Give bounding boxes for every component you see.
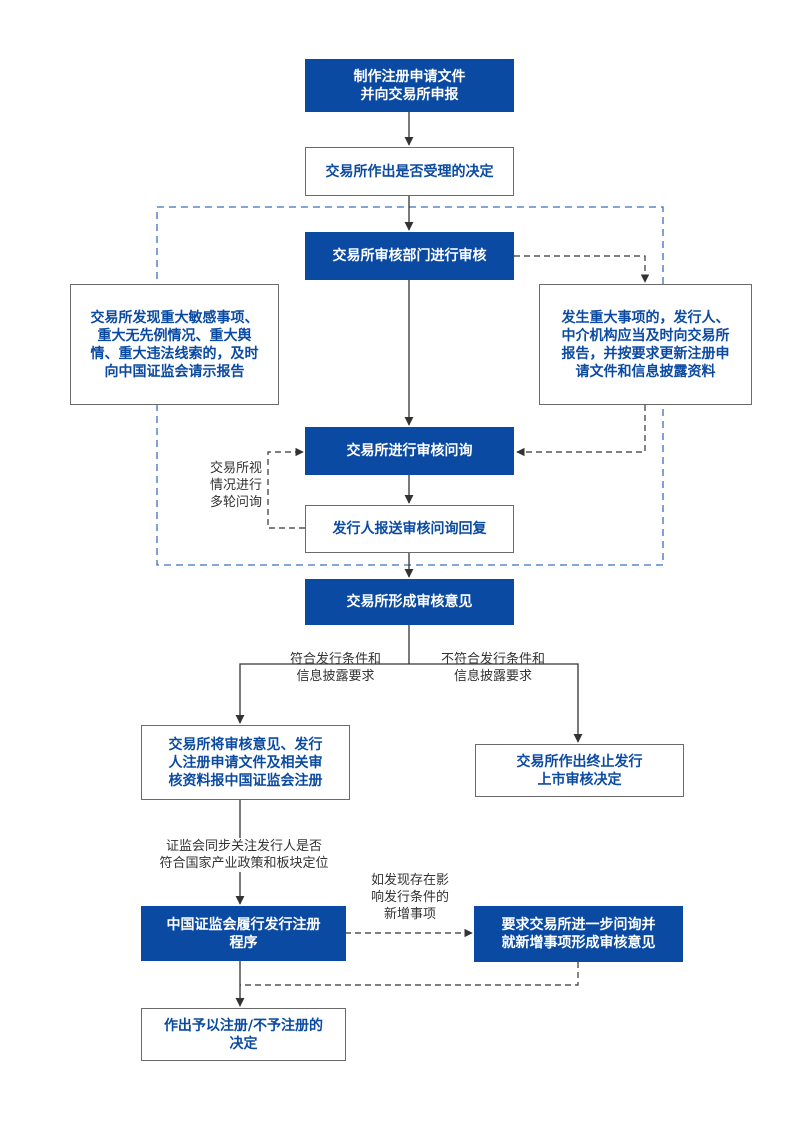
multi-round-label: 交易所视 情况进行 多轮问询 — [209, 461, 262, 510]
not-meets-conditions-label: 不符合发行条件和 信息披露要求 — [440, 652, 545, 684]
reply-box: 发行人报送审核问询回复 — [305, 505, 514, 553]
dashed-review-to-right — [514, 255, 650, 283]
arrow-to-submit-csrc — [235, 663, 409, 724]
meets-conditions-label: 符合发行条件和 信息披露要求 — [289, 652, 381, 684]
inquiry-box: 交易所进行审核问询 — [305, 427, 514, 475]
left-report-box: 交易所发现重大敏感事项、 重大无先例情况、重大舆 情、重大违法线索的，及时 向中… — [70, 284, 279, 405]
right-report-box: 发生重大事项的，发行人、 中介机构应当及时向交易所 报告，并按要求更新注册申 请… — [539, 284, 752, 405]
submit-csrc-box: 交易所将审核意见、发行 人注册申请文件及相关审 核资料报中国证监会注册 — [141, 725, 350, 800]
new-matters-label: 如发现存在影 响发行条件的 新增事项 — [370, 873, 449, 922]
review-dept-box: 交易所审核部门进行审核 — [305, 232, 514, 280]
dashed-further-feedback — [240, 962, 579, 986]
csrc-focus-label: 证监会同步关注发行人是否 符合国家产业政策和板块定位 — [128, 838, 360, 872]
prepare-box: 制作注册申请文件 并向交易所申报 — [305, 59, 514, 112]
opinion-box: 交易所形成审核意见 — [305, 579, 514, 625]
arrow-to-terminate — [409, 663, 583, 743]
accept-box: 交易所作出是否受理的决定 — [305, 147, 514, 196]
dashed-multi-round-loop — [267, 447, 305, 529]
dashed-right-to-inquiry — [516, 405, 646, 457]
further-inquiry-box: 要求交易所进一步问询并 就新增事项形成审核意见 — [474, 906, 683, 962]
terminate-box: 交易所作出终止发行 上市审核决定 — [475, 744, 684, 797]
csrc-register-box: 中国证监会履行发行注册 程序 — [141, 906, 346, 961]
decision-box: 作出予以注册/不予注册的 决定 — [141, 1008, 346, 1061]
